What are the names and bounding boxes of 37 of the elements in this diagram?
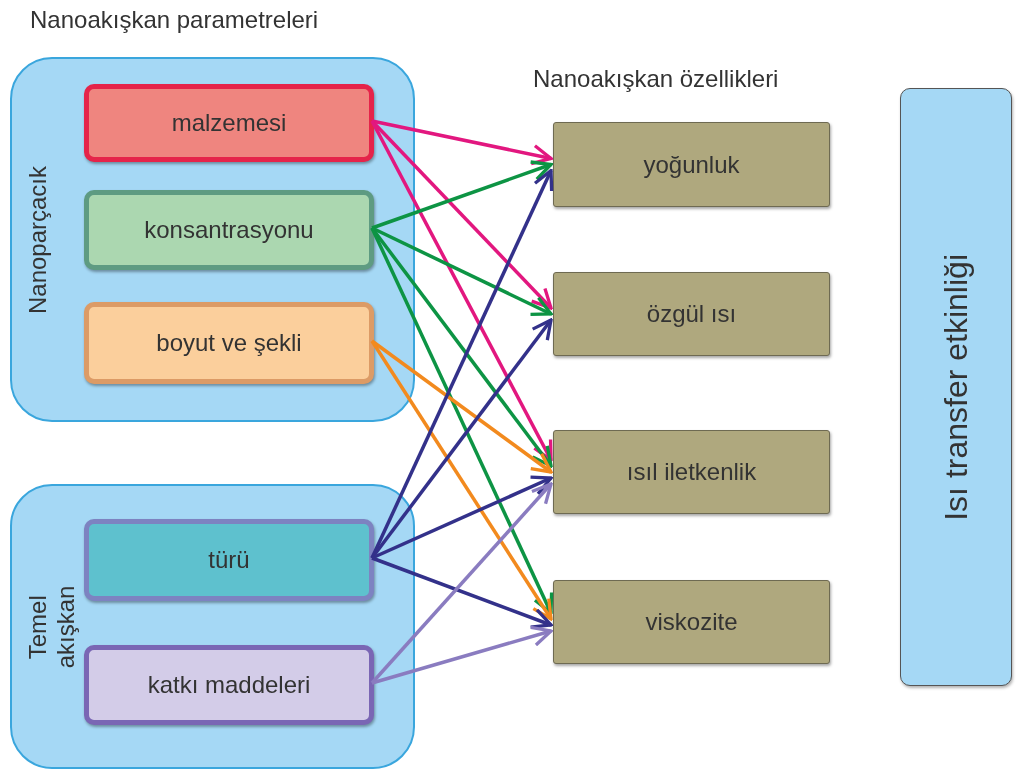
group-heading: Nanoparçacık xyxy=(24,165,52,314)
arrow xyxy=(370,318,553,560)
parameter-box xyxy=(84,84,374,162)
group-panel xyxy=(10,484,415,769)
node-label: konsantrasyonu xyxy=(144,216,314,244)
parameter-box xyxy=(84,645,374,725)
parameter-box xyxy=(84,302,374,384)
node-label: katkı maddeleri xyxy=(147,671,311,699)
section-heading: Nanoakışkan özellikleri xyxy=(533,65,779,93)
node-label: özgül ısı xyxy=(646,300,737,328)
arrow xyxy=(370,120,553,462)
arrow xyxy=(370,339,553,474)
node-label: yoğunluk xyxy=(643,150,740,179)
group-panel xyxy=(10,57,415,422)
section-heading: Nanoakışkan parametreleri xyxy=(30,6,319,34)
result-box xyxy=(900,88,1012,686)
arrow xyxy=(371,556,553,629)
arrow xyxy=(371,119,553,166)
arrow xyxy=(370,227,554,615)
property-box xyxy=(553,272,830,356)
property-box xyxy=(553,122,830,207)
node-label: boyut ve şekli xyxy=(156,329,302,357)
arrow xyxy=(370,482,553,685)
node-label: Isı transfer etkinliği xyxy=(937,253,975,521)
arrow xyxy=(371,625,553,685)
node-label: türü xyxy=(208,546,250,574)
arrow xyxy=(370,340,553,621)
node-label: ısıl iletkenlik xyxy=(626,458,757,486)
node-label: viskozite xyxy=(645,608,738,636)
parameter-box xyxy=(84,519,374,601)
arrow xyxy=(370,168,554,559)
arrow xyxy=(371,160,553,230)
property-box xyxy=(553,430,830,514)
node-label: malzemesi xyxy=(171,109,287,137)
parameter-box xyxy=(84,190,374,270)
group-heading: Temel akışkan xyxy=(24,584,80,670)
property-box xyxy=(553,580,830,664)
